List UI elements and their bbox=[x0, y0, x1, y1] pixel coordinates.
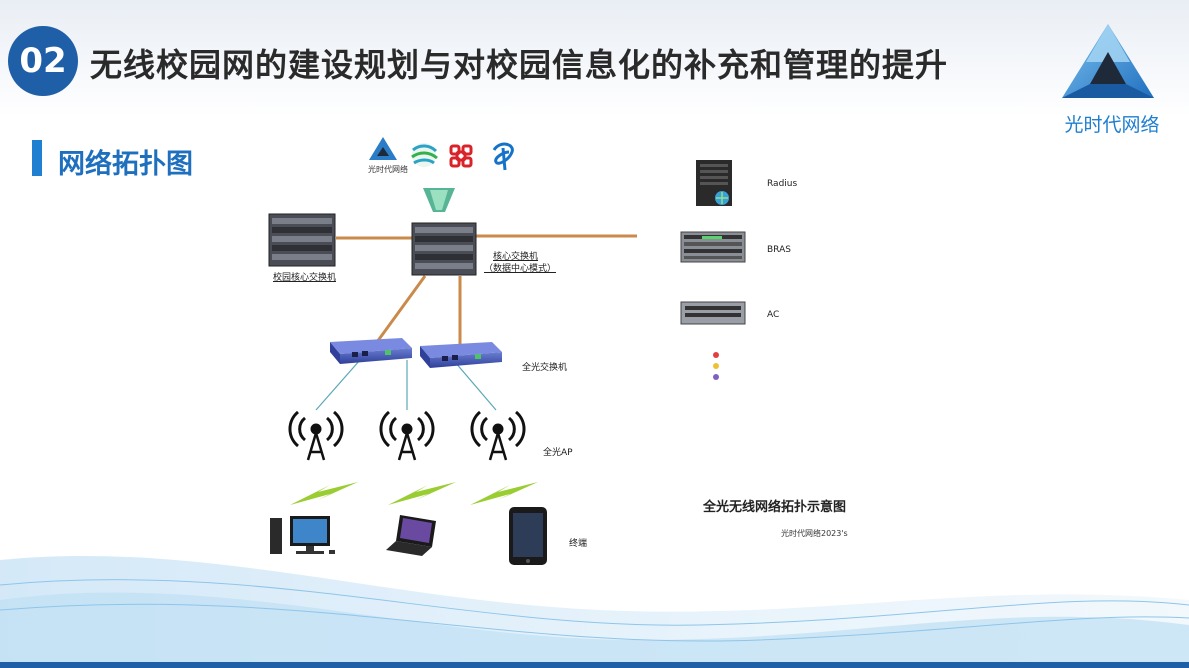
section-title: 网络拓扑图 bbox=[58, 149, 193, 180]
section-marker bbox=[32, 140, 42, 176]
carrier-logo-china-telecom-icon bbox=[492, 142, 514, 171]
all-optical-switch-label: 全光交换机 bbox=[522, 363, 568, 373]
terminal-label: 终端 bbox=[569, 539, 588, 549]
wireless-signal-icons bbox=[290, 482, 538, 505]
campus-core-switch-icon bbox=[268, 213, 336, 267]
core-switch-label-line1: 核心交换机 bbox=[493, 252, 539, 262]
core-links bbox=[336, 234, 637, 344]
ap-tower-3-icon bbox=[470, 410, 526, 461]
carrier-brand-small-label: 光时代网络 bbox=[368, 165, 408, 174]
more-devices-dots-icon bbox=[713, 352, 719, 380]
diagram-caption-subtitle: 光时代网络2023's bbox=[781, 529, 848, 538]
tablet-icon bbox=[509, 507, 547, 565]
ac-device-icon bbox=[680, 301, 746, 325]
diagram-caption-title: 全光无线网络拓扑示意图 bbox=[703, 500, 847, 515]
core-switch-label-line2: （数据中心模式） bbox=[484, 264, 557, 274]
header-band bbox=[0, 0, 1189, 118]
ap-tower-1-icon bbox=[288, 410, 344, 461]
uplink-funnel-icon bbox=[423, 188, 455, 212]
all-optical-ap-label: 全光AP bbox=[543, 448, 573, 458]
ap-tower-2-icon bbox=[379, 410, 435, 461]
campus-core-switch-label: 校园核心交换机 bbox=[273, 273, 337, 283]
section-number-badge: 02 bbox=[8, 26, 78, 96]
radius-server-icon bbox=[696, 160, 732, 206]
carrier-logo-guangshidai-icon bbox=[369, 137, 397, 160]
carrier-logo-china-mobile-icon bbox=[411, 143, 438, 167]
radius-label: Radius bbox=[767, 179, 798, 189]
background-waves bbox=[0, 555, 1189, 668]
all-optical-switch-2-icon bbox=[420, 342, 502, 368]
laptop-icon bbox=[386, 515, 436, 556]
ac-label: AC bbox=[767, 310, 780, 320]
brand-name: 光时代网络 bbox=[1064, 114, 1160, 136]
all-optical-switch-1-icon bbox=[330, 338, 412, 364]
ap-links bbox=[315, 359, 497, 411]
carrier-logo-china-unicom-icon bbox=[449, 144, 473, 168]
bras-device-icon bbox=[680, 231, 746, 263]
brand-logo-icon bbox=[1062, 24, 1154, 98]
core-switch-icon bbox=[411, 222, 477, 276]
page-title: 无线校园网的建设规划与对校园信息化的补充和管理的提升 bbox=[90, 46, 949, 84]
bras-label: BRAS bbox=[767, 245, 791, 255]
desktop-pc-icon bbox=[270, 516, 335, 554]
